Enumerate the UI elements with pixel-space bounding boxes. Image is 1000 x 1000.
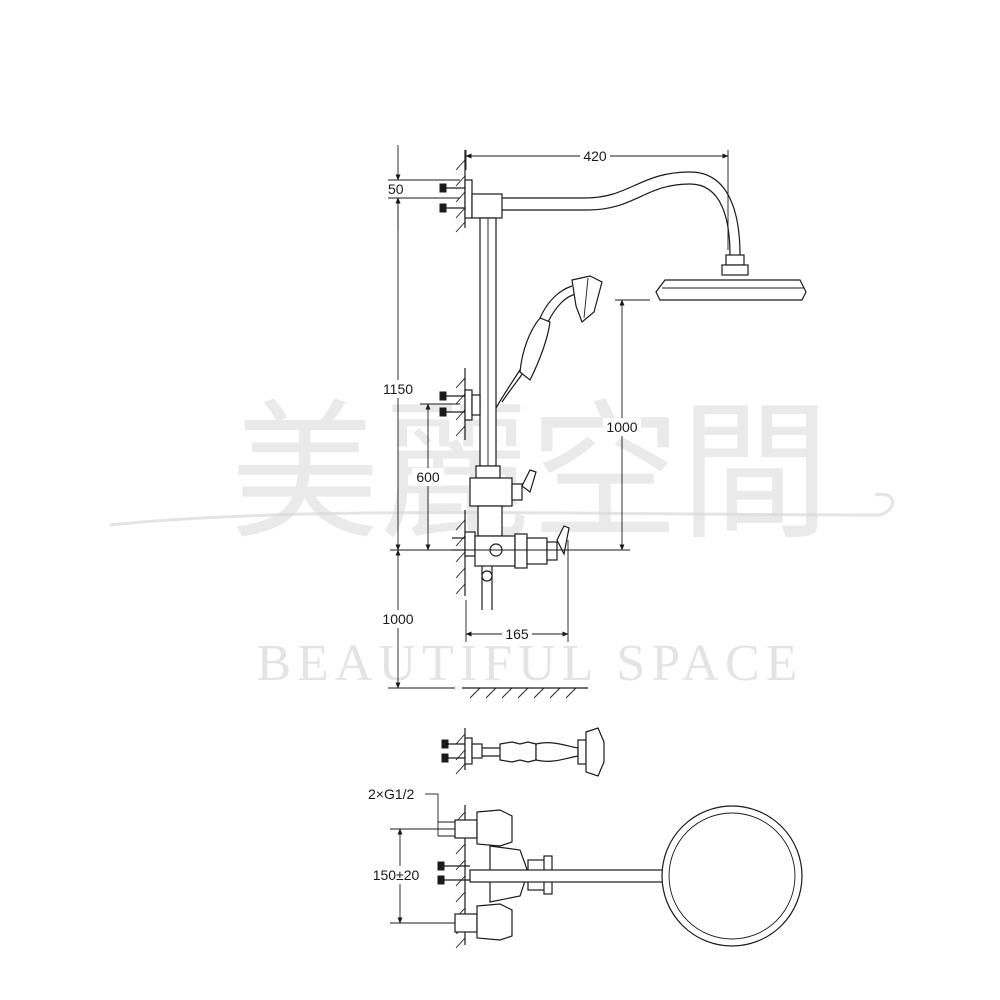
- dim-label-50: 50: [388, 181, 404, 197]
- front-elevation: 420 50 1150 600 1000: [378, 145, 807, 699]
- watermark-english: BEAUTIFUL SPACE: [256, 635, 803, 692]
- dimension-rain-arm-reach: 420: [465, 147, 729, 164]
- plan-view: [437, 805, 803, 949]
- dim-label-420: 420: [583, 148, 607, 164]
- diverter-body: [469, 469, 537, 537]
- dim-label-150: 150±20: [373, 867, 420, 883]
- dim-label-1000-head: 1000: [606, 419, 637, 435]
- dimension-showerhead-height: 1000: [603, 299, 641, 551]
- hand-shower: [495, 275, 603, 409]
- rain-arm: [471, 171, 749, 276]
- dimension-inlet-spacing: 150±20: [366, 828, 455, 924]
- dim-label-600: 600: [416, 469, 440, 485]
- floor-line: [462, 687, 588, 699]
- top-wall-bracket: [439, 179, 473, 219]
- rain-shower-head: [655, 279, 807, 301]
- dim-label-1000-floor: 1000: [382, 611, 413, 627]
- dimension-mount-height: 1150: [380, 197, 416, 551]
- dimension-inlet-thread: 2×G1/2: [368, 786, 455, 837]
- dimension-diverter-height: 600: [412, 403, 444, 551]
- watermark: 美麗空間 BEAUTIFUL SPACE: [109, 387, 894, 692]
- dim-label-1150: 1150: [383, 381, 413, 397]
- dimension-floor-to-valve: 1000: [378, 549, 418, 689]
- dimension-valve-projection: 165: [465, 626, 569, 642]
- thermostatic-valve: [452, 525, 570, 610]
- dimension-top-offset: 50: [388, 145, 404, 230]
- dim-label-165: 165: [505, 626, 529, 642]
- riser-pipe: [475, 217, 501, 479]
- dim-label-thread: 2×G1/2: [368, 786, 415, 802]
- holder-detail: [441, 727, 605, 777]
- middle-wall-bracket: [439, 389, 481, 421]
